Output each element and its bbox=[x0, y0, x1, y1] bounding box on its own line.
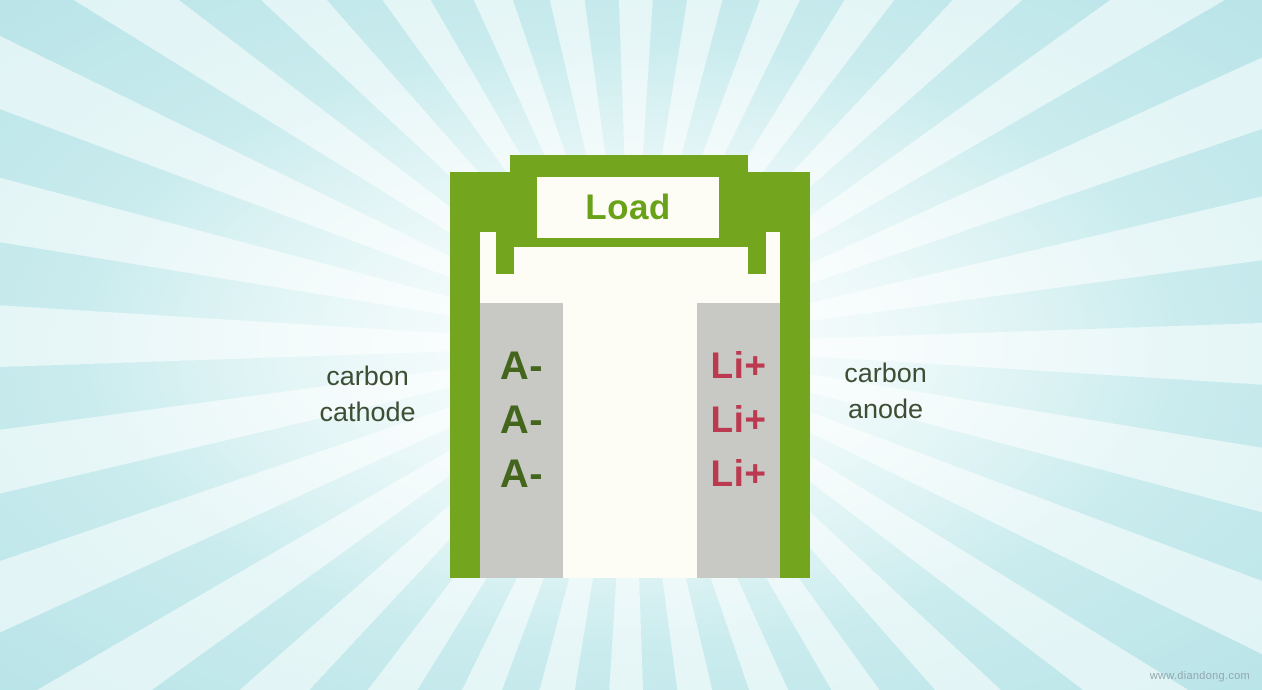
load-label: Load bbox=[585, 187, 671, 227]
cathode-label-line2: cathode bbox=[319, 397, 416, 427]
battery-wall-left bbox=[450, 232, 480, 578]
terminal-stub-right bbox=[748, 232, 766, 274]
watermark: www.diandong.com bbox=[1149, 670, 1250, 682]
anode-label-line2: anode bbox=[847, 394, 924, 424]
cathode-label: carbon cathode bbox=[280, 358, 455, 430]
anode-electrode: Li+ Li+ Li+ bbox=[697, 303, 780, 578]
lithium-ion-symbol: Li+ bbox=[710, 453, 767, 494]
battery-wall-right bbox=[780, 232, 810, 578]
cathode-electrode: A- A- A- bbox=[480, 303, 563, 578]
cathode-label-line1: carbon bbox=[326, 361, 409, 391]
terminal-stub-left bbox=[496, 232, 514, 274]
lithium-ion-symbol: Li+ bbox=[710, 399, 767, 440]
anode-label-line1: carbon bbox=[844, 358, 927, 388]
anode-label: carbon anode bbox=[798, 355, 973, 427]
load-box: Load bbox=[537, 177, 719, 238]
anion-symbol: A- bbox=[499, 398, 544, 442]
anion-symbol: A- bbox=[499, 452, 544, 496]
lithium-ion-symbol: Li+ bbox=[710, 345, 767, 386]
anion-symbol: A- bbox=[499, 344, 544, 388]
